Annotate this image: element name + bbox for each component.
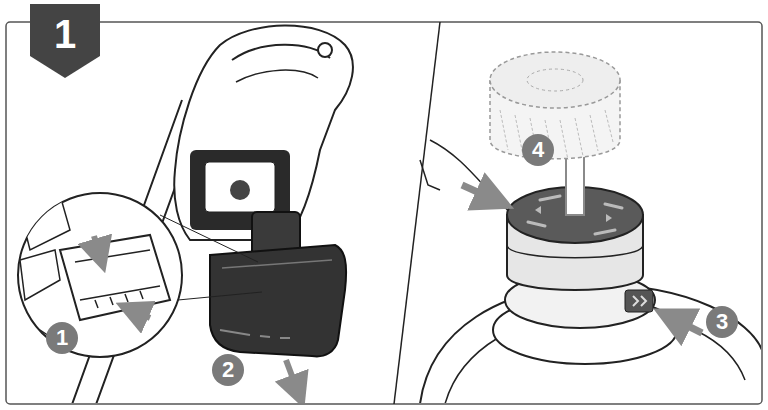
callout-number: 1	[51, 327, 73, 349]
step-number: 1	[45, 14, 85, 54]
callout-number: 2	[217, 359, 239, 381]
callout-number: 3	[711, 311, 733, 333]
right-panel	[420, 52, 761, 403]
step-badge	[30, 4, 100, 78]
callout-number: 4	[527, 139, 549, 161]
divider	[394, 22, 440, 404]
callout-discs	[46, 134, 738, 386]
frame	[6, 22, 762, 404]
left-panel	[18, 25, 353, 403]
